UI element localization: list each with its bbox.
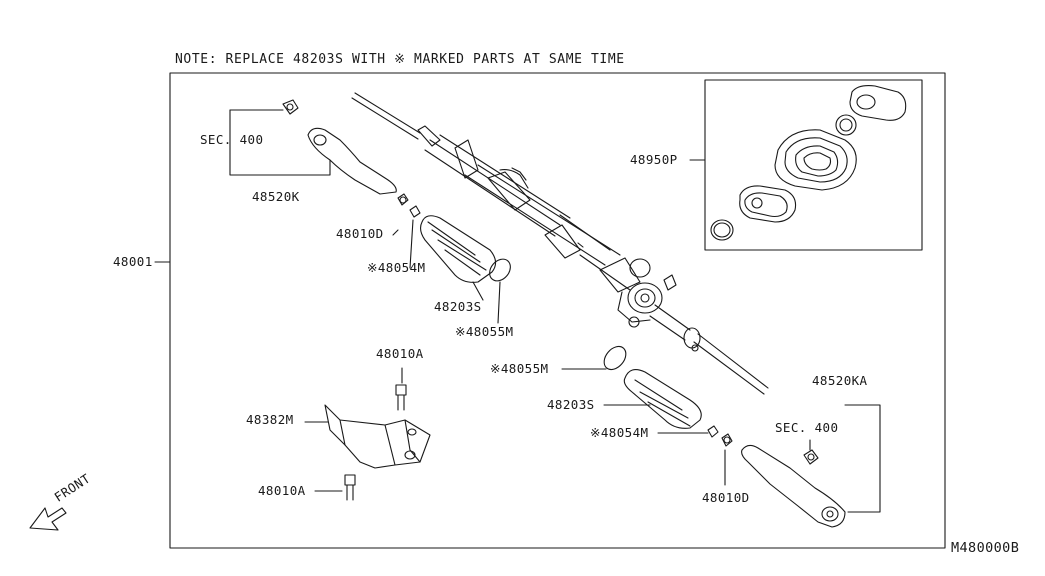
label-48010D-left: 48010D (336, 226, 384, 241)
bracket-48520K (229, 109, 331, 176)
diagram-id: M480000B (951, 540, 1020, 556)
leader-lines (154, 219, 726, 492)
label-48203S-left: 48203S (434, 299, 482, 314)
label-48001: 48001 (113, 254, 153, 269)
label-48382M: 48382M (246, 412, 294, 427)
right-boot-group (603, 345, 733, 447)
front-arrow (29, 507, 67, 531)
label-48950P: 48950P (630, 152, 678, 167)
heat-shield (324, 404, 431, 469)
label-48055M-left: ※48055M (455, 324, 514, 339)
seal-kit-parts (710, 85, 907, 241)
bolt-48010A-bottom (344, 474, 356, 501)
label-48203S-right: 48203S (547, 397, 595, 412)
tie-rod-end-right (741, 444, 846, 528)
label-48010D-right: 48010D (702, 490, 750, 505)
assembly-frame (169, 72, 946, 549)
replacement-note: NOTE: REPLACE 48203S WITH ※ MARKED PARTS… (175, 52, 625, 67)
label-48520K: 48520K (252, 189, 300, 204)
label-48010A-bottom: 48010A (258, 483, 306, 498)
label-48054M-left: ※48054M (367, 260, 426, 275)
left-boot-group (397, 193, 511, 283)
label-48010A-top: 48010A (376, 346, 424, 361)
label-sec400-right: SEC. 400 (775, 420, 839, 435)
tie-rod-end-left (282, 99, 397, 195)
steering-rack (351, 92, 769, 395)
label-sec400-left: SEC. 400 (200, 132, 264, 147)
bolt-48010A-top (395, 384, 407, 411)
bracket-48520KA (844, 404, 881, 513)
label-48055M-right: ※48055M (490, 361, 549, 376)
label-48520KA: 48520KA (812, 373, 868, 388)
seal-kit-box (704, 79, 923, 251)
label-48054M-right: ※48054M (590, 425, 649, 440)
